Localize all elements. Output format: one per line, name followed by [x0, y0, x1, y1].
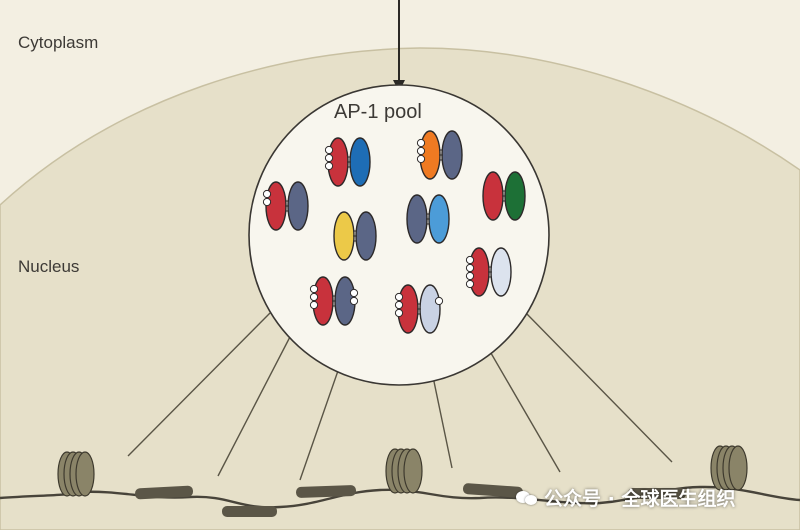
binding-line: [431, 371, 453, 469]
dna-linker: [462, 483, 523, 498]
cytoplasm-label: Cytoplasm: [18, 33, 99, 52]
phosphate-dot: [394, 308, 404, 318]
ap1-pool: [248, 84, 550, 386]
dimer-subunit-left: [312, 276, 334, 326]
phosphate-dot: [416, 154, 426, 164]
dimer-subunit-left: [265, 181, 287, 231]
dimer-subunit-right: [490, 247, 512, 297]
nucleosomes: [57, 445, 748, 497]
phosphate-dot: [416, 146, 426, 156]
nucleosome: [57, 451, 95, 497]
phosphate-dot: [394, 292, 404, 302]
dimer-subunit-right: [287, 181, 309, 231]
nucleosome: [385, 448, 423, 494]
dimer-subunit-left: [419, 130, 441, 180]
dimer-subunit-right: [428, 194, 450, 244]
binding-line: [299, 364, 341, 481]
dimer-subunit-left: [327, 137, 349, 187]
phosphate-dot: [465, 279, 475, 289]
dna-linker: [135, 485, 194, 500]
phosphate-dot: [349, 288, 359, 298]
ap1-dimers: [262, 130, 526, 334]
binding-line: [524, 311, 673, 463]
dimer-subunit-left: [468, 247, 490, 297]
pool-label: AP-1 pool: [334, 101, 422, 123]
phosphate-dot: [434, 296, 444, 306]
phosphate-dot: [324, 153, 334, 163]
ap1-dimer: [262, 181, 309, 231]
dimer-subunit-right: [355, 211, 377, 261]
watermark-text: 公众号 · 全球医生组织: [544, 488, 736, 510]
phosphate-dot: [465, 255, 475, 265]
binding-line: [487, 347, 561, 473]
phosphate-dot: [349, 296, 359, 306]
nucleus-label: Nucleus: [18, 257, 80, 276]
phosphate-dot: [309, 284, 319, 294]
phosphate-dot: [465, 271, 475, 281]
histone-disc: [403, 448, 423, 494]
phosphate-dot: [394, 300, 404, 310]
phosphate-dot: [324, 161, 334, 171]
phosphate-dot: [309, 292, 319, 302]
ap1-dimer: [482, 171, 526, 221]
histone-disc: [75, 451, 95, 497]
ap1-dimer: [465, 247, 512, 297]
ap1-dimer: [324, 137, 371, 187]
dimer-subunit-right: [441, 130, 463, 180]
binding-lines: [127, 311, 673, 481]
phosphate-dot: [465, 263, 475, 273]
ap1-dimer: [309, 276, 359, 326]
phosphate-dot: [324, 145, 334, 155]
histone-disc: [728, 445, 748, 491]
dna-linker: [222, 506, 277, 517]
wechat-icon: [516, 489, 538, 507]
ap1-dimer: [394, 284, 444, 334]
dimer-subunit-left: [333, 211, 355, 261]
dna-linkers: [135, 483, 686, 517]
ap1-dimer: [416, 130, 463, 180]
binding-line: [217, 332, 293, 477]
dimer-subunit-right: [349, 137, 371, 187]
ap1-dimer: [333, 211, 377, 261]
watermark: 公众号 · 全球医生组织: [516, 484, 735, 511]
nucleosome: [710, 445, 748, 491]
dimer-subunit-right: [504, 171, 526, 221]
dimer-subunit-left: [406, 194, 428, 244]
dna-linker: [628, 488, 686, 499]
ap1-dimer: [406, 194, 450, 244]
dimer-subunit-left: [397, 284, 419, 334]
dimer-subunit-right: [419, 284, 441, 334]
dna-linker: [296, 485, 357, 498]
dimer-subunit-left: [482, 171, 504, 221]
phosphate-dot: [309, 300, 319, 310]
phosphate-dot: [416, 138, 426, 148]
binding-line: [127, 312, 271, 457]
phosphate-dot: [262, 189, 272, 199]
phosphate-dot: [262, 197, 272, 207]
